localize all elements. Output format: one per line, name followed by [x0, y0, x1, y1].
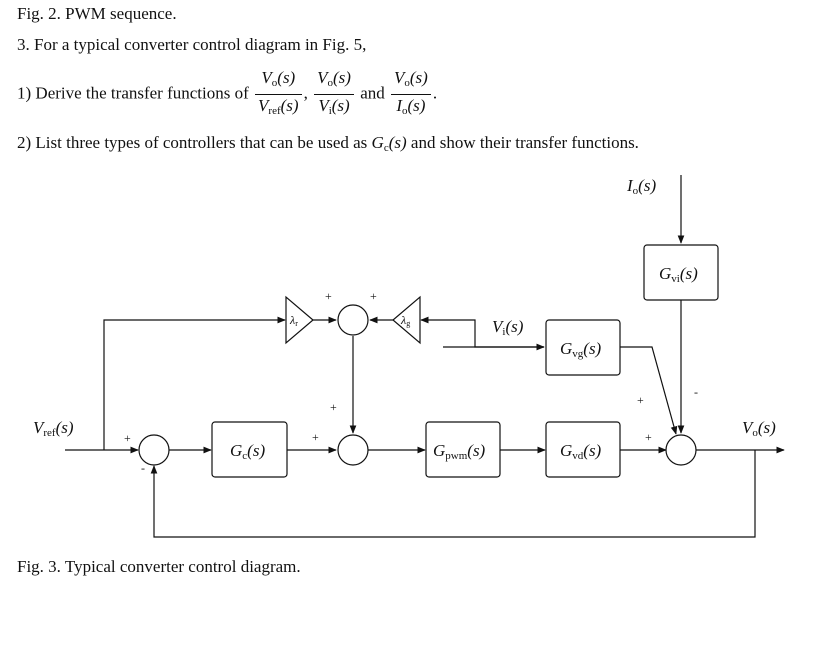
sign-s4-minus-vi: - [694, 385, 698, 399]
sign-s1-minus: - [141, 461, 145, 475]
sign-s1-plus: + [124, 431, 131, 445]
and-word: and [360, 83, 385, 103]
sign-s4-plus-vg: + [637, 393, 644, 407]
fraction-vo-over-vref: Vo(s) Vref(s) [255, 67, 302, 122]
sign-s3-plus-top: + [330, 400, 337, 414]
summing-junction-3 [337, 434, 369, 466]
wire-feedback [150, 450, 756, 538]
block-gvg [545, 319, 621, 376]
summing-junction-1 [138, 434, 170, 466]
question-3-part-2: 2) List three types of controllers that … [17, 133, 639, 154]
sign-s4-plus-left: + [645, 430, 652, 444]
block-gvd [545, 421, 621, 478]
block-gpwm [425, 421, 501, 478]
wire-gvg-s4 [620, 346, 678, 435]
fig2-caption: Fig. 2. PWM sequence. [17, 4, 177, 23]
question-3-part-1: 1) Derive the transfer functions of Vo(s… [17, 67, 437, 122]
block-gvg-label: Gvg(s) [560, 339, 602, 360]
vi-signal-label: Vi(s) [492, 317, 524, 338]
wire-vi-lambda-g [420, 316, 544, 348]
end-period: . [432, 83, 438, 103]
summing-junction-4 [665, 434, 697, 466]
sign-s3-plus-left: + [312, 430, 319, 444]
block-gc [211, 421, 288, 478]
fig3-caption: Fig. 3. Typical converter control diagra… [17, 557, 301, 576]
block-gvi [643, 244, 719, 301]
gain-lambda-r-label: λr [289, 313, 298, 328]
gain-lambda-g-triangle [392, 295, 421, 345]
block-gpwm-label: Gpwm(s) [433, 441, 486, 462]
sign-s2-plus-top: + [370, 289, 377, 303]
io-signal-label: Io(s) [626, 176, 656, 197]
summing-junction-2 [337, 304, 369, 336]
block-gvd-label: Gvd(s) [560, 441, 602, 462]
comma-separator: , [303, 83, 308, 103]
vo-signal-label: Vo(s) [742, 418, 776, 439]
part-1-prefix: 1) Derive the transfer functions of [17, 83, 249, 103]
fraction-vo-over-io: Vo(s) Io(s) [390, 67, 431, 122]
block-gvi-label: Gvi(s) [659, 264, 698, 285]
gain-lambda-r-triangle [285, 295, 314, 345]
question-3-text: 3. For a typical converter control diagr… [17, 35, 367, 54]
fraction-vo-over-vi: Vo(s) Vi(s) [314, 67, 354, 122]
block-gc-label: Gc(s) [230, 441, 265, 462]
vref-signal-label: Vref(s) [33, 418, 74, 439]
gain-lambda-g-label: λg [400, 313, 410, 328]
sign-s2-plus-left: + [325, 289, 332, 303]
wire-vref-lambda-r [103, 316, 286, 450]
